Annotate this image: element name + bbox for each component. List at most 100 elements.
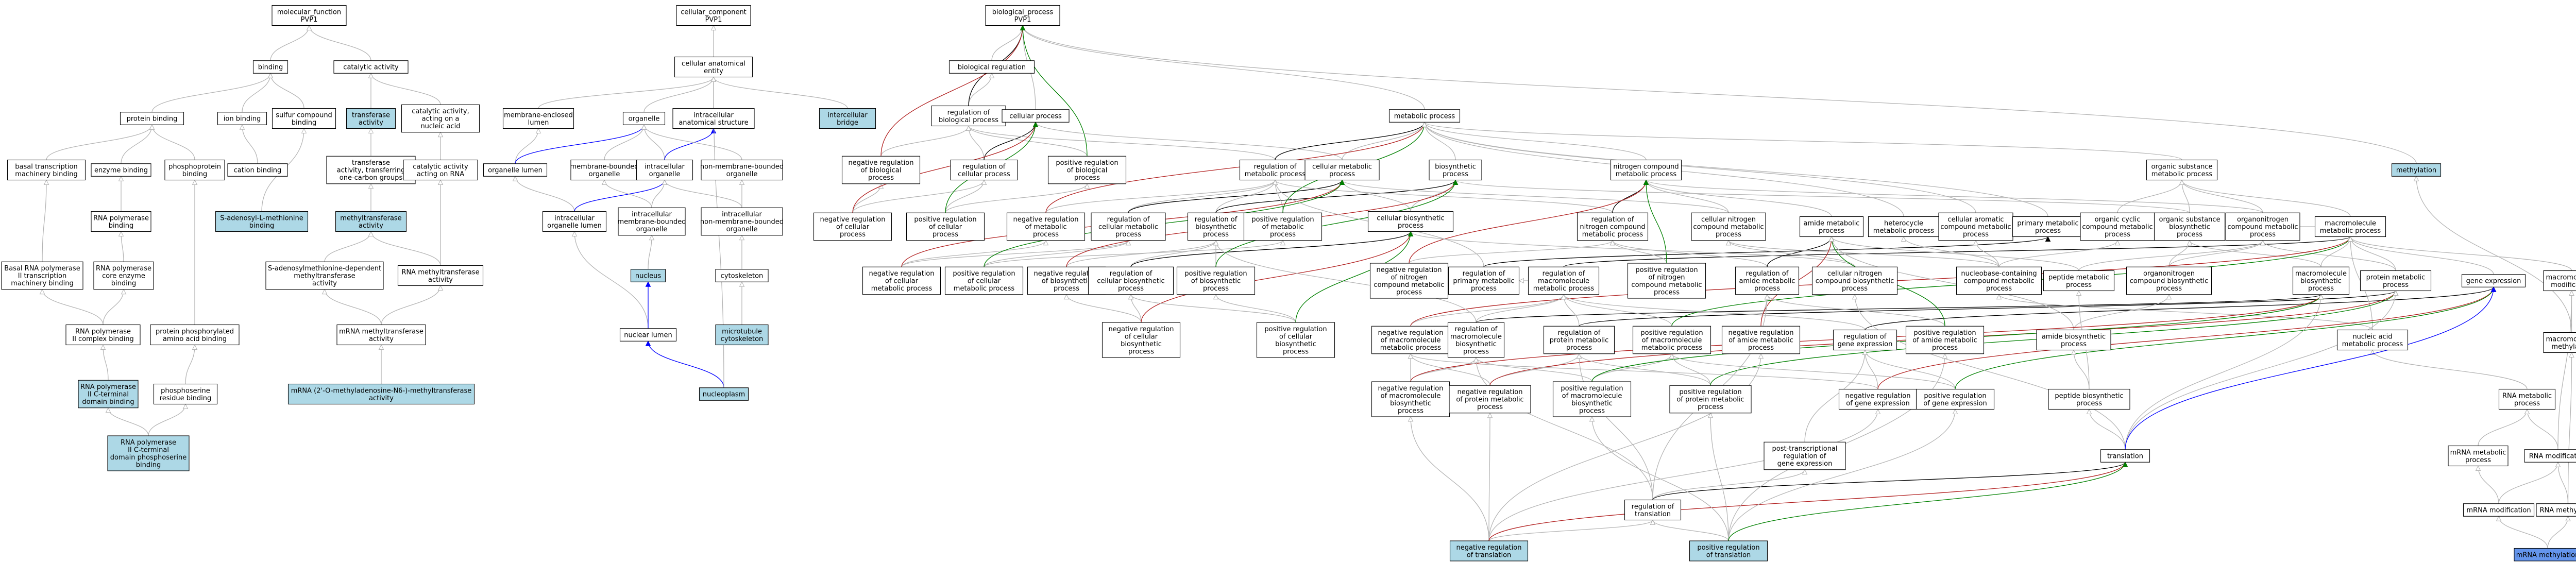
node-reg-macromolecule-bp[interactable]: regulation ofmacromoleculebiosyntheticpr… bbox=[1447, 322, 1505, 358]
node-binding[interactable]: binding bbox=[252, 60, 289, 74]
node-metabolic-process[interactable]: metabolic process bbox=[1388, 109, 1461, 123]
node-cation-binding[interactable]: cation binding bbox=[227, 163, 288, 177]
node-mrna-methylation[interactable]: mRNA methylation bbox=[2514, 548, 2576, 561]
node-rna-methylation[interactable]: RNA methylation bbox=[2536, 503, 2576, 517]
node-cytoskeleton[interactable]: cytoskeleton bbox=[715, 269, 769, 282]
node-macromolecule-methylation[interactable]: macromoleculemethylation bbox=[2543, 332, 2576, 353]
node-nucleoplasm[interactable]: nucleoplasm bbox=[699, 387, 749, 401]
node-translation[interactable]: translation bbox=[2100, 449, 2150, 463]
node-macromolecule-modification[interactable]: macromoleculemodification bbox=[2543, 270, 2576, 292]
node-gene-expression[interactable]: gene expression bbox=[2461, 274, 2526, 287]
node-ion-binding[interactable]: ion binding bbox=[217, 112, 267, 125]
node-mrna-modification[interactable]: mRNA modification bbox=[2463, 503, 2535, 517]
node-enzyme-binding[interactable]: enzyme binding bbox=[91, 163, 151, 177]
node-protein-binding[interactable]: protein binding bbox=[120, 112, 184, 125]
node-nuclear-lumen[interactable]: nuclear lumen bbox=[619, 328, 677, 342]
node-nucleus[interactable]: nucleus bbox=[630, 269, 666, 282]
node-catalytic[interactable]: catalytic activity bbox=[333, 60, 409, 74]
node-biological-regulation[interactable]: biological regulation bbox=[948, 60, 1035, 74]
node-methylation[interactable]: methylation bbox=[2391, 163, 2442, 177]
